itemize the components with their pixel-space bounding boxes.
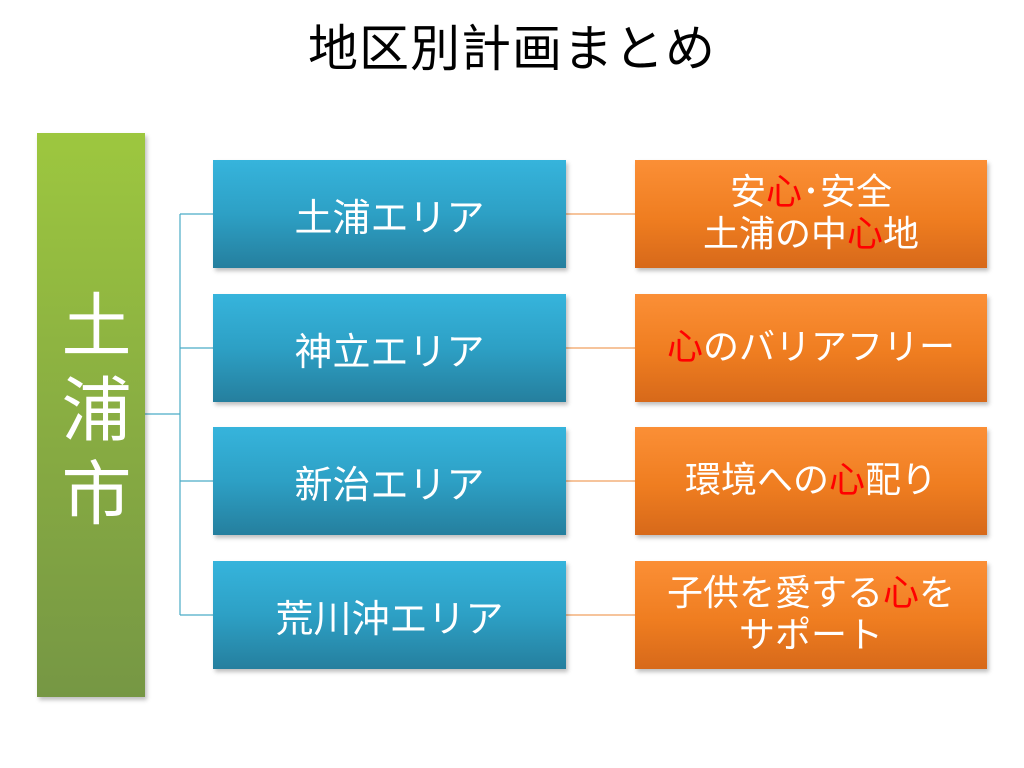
page-title: 地区別計画まとめ [308,20,716,78]
goal-text: 子供を愛する [666,573,883,614]
goal-box-niihari: 環境への心配り [635,427,987,535]
goal-text: のバリアフリー [703,327,956,368]
goal-highlight: 心 [846,214,883,255]
goal-text: 配り [865,460,938,501]
goal-box-tsuchiura: 安心･安全 土浦の中心地 [635,160,987,268]
goal-line: 安心･安全 [730,172,892,214]
goal-line: 心のバリアフリー [667,327,955,369]
goal-text: 地 [883,214,920,255]
goal-line: 子供を愛する心を [667,573,955,615]
goal-text: を [919,573,956,614]
area-box-arakawaoki: 荒川沖エリア [213,561,566,669]
goal-text: 環境への [684,460,829,501]
goal-highlight: 心 [828,460,865,501]
goal-line: 環境への心配り [685,460,937,502]
goal-text: 土浦の中 [702,214,847,255]
goal-highlight: 心 [882,573,919,614]
goal-text: 安 [729,172,766,213]
area-box-tsuchiura: 土浦エリア [213,160,566,268]
goal-text: ･安全 [802,172,893,213]
goal-box-kandatsu: 心のバリアフリー [635,294,987,402]
goal-text: サポート [738,615,883,656]
area-box-kandatsu: 神立エリア [213,294,566,402]
goal-highlight: 心 [765,172,802,213]
goal-highlight: 心 [666,327,703,368]
goal-line: 土浦の中心地 [703,214,919,256]
goal-box-arakawaoki: 子供を愛する心を サポート [635,561,987,669]
city-label: 土浦市 [50,289,132,541]
city-box: 土浦市 [37,133,145,697]
area-box-niihari: 新治エリア [213,427,566,535]
goal-line: サポート [739,615,883,657]
